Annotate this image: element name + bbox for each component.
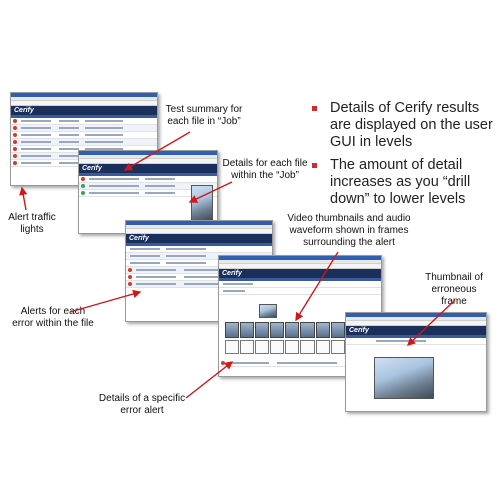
thumbnail-image [191, 185, 213, 221]
cerify-logo: Cerify [82, 165, 102, 172]
thumbnail-image [259, 304, 277, 318]
alert-traffic-light [81, 191, 85, 195]
label-test-summary: Test summary for each file in “Job” [165, 104, 243, 127]
detail-row [346, 338, 486, 345]
table-row[interactable] [126, 267, 272, 274]
cerify-logo: Cerify [349, 327, 369, 334]
table-row[interactable] [126, 281, 272, 288]
cerify-header: Cerify [126, 234, 272, 243]
alert-traffic-light [13, 154, 17, 158]
alert-traffic-light [13, 147, 17, 151]
cerify-logo: Cerify [129, 235, 149, 242]
table-row[interactable] [126, 274, 272, 281]
erroneous-frame-thumbnail [374, 357, 434, 399]
bullet-text: Details of Cerify results are displayed … [330, 100, 493, 150]
label-thumbnail-erroneous: Thumbnail of erroneous frame [425, 272, 483, 307]
nav-strip [79, 173, 217, 176]
table-row[interactable] [126, 260, 272, 267]
window-titlebar [126, 221, 272, 225]
alert-traffic-light [81, 184, 85, 188]
table-row[interactable] [126, 246, 272, 253]
alert-traffic-light [13, 126, 17, 130]
cerify-header: Cerify [346, 326, 486, 335]
detail-row [219, 281, 381, 288]
window-titlebar [11, 93, 157, 97]
cerify-logo: Cerify [222, 270, 242, 277]
table-row[interactable] [126, 253, 272, 260]
table-row[interactable] [79, 183, 217, 190]
alert-traffic-light [13, 119, 17, 123]
cerify-header: Cerify [11, 106, 157, 115]
arrow-alert-traffic [19, 186, 28, 211]
cerify-header: Cerify [219, 269, 381, 278]
bullet-text: The amount of detail increases as you “d… [330, 157, 471, 207]
nav-strip [126, 243, 272, 246]
table-row[interactable] [11, 139, 157, 146]
alert-traffic-light [221, 361, 225, 365]
address-bar [11, 101, 157, 106]
table-row[interactable] [11, 125, 157, 132]
table-row[interactable] [11, 118, 157, 125]
bullet-list: Details of Cerify results are displayed … [312, 100, 496, 208]
table-row[interactable] [79, 176, 217, 183]
bullet-item: The amount of detail increases as you “d… [312, 157, 496, 208]
window-menubar [126, 225, 272, 229]
alert-traffic-light [13, 140, 17, 144]
cerify-header: Cerify [79, 164, 217, 173]
alert-traffic-light [13, 133, 17, 137]
bullet-icon [312, 106, 317, 111]
error-frame-screenshot: Cerify [345, 312, 487, 412]
table-row[interactable] [79, 190, 217, 197]
nav-strip [11, 115, 157, 118]
label-video-thumbs: Video thumbnails and audio waveform show… [287, 213, 411, 248]
cerify-logo: Cerify [14, 107, 34, 114]
label-details-each-file: Details for each file within the “Job” [222, 158, 308, 181]
alert-traffic-light [81, 177, 85, 181]
table-row[interactable] [11, 132, 157, 139]
bullet-icon [312, 163, 317, 168]
window-menubar [11, 97, 157, 101]
bullet-item: Details of Cerify results are displayed … [312, 100, 496, 151]
label-alerts-each-error: Alerts for each error within the file [12, 306, 94, 329]
address-bar [126, 229, 272, 234]
label-details-specific: Details of a specific error alert [98, 393, 186, 416]
alert-traffic-light [128, 282, 132, 286]
label-alert-traffic: Alert traffic lights [8, 212, 56, 235]
alert-traffic-light [13, 161, 17, 165]
alert-traffic-light [128, 275, 132, 279]
detail-row [219, 288, 381, 295]
alert-traffic-light [128, 268, 132, 272]
